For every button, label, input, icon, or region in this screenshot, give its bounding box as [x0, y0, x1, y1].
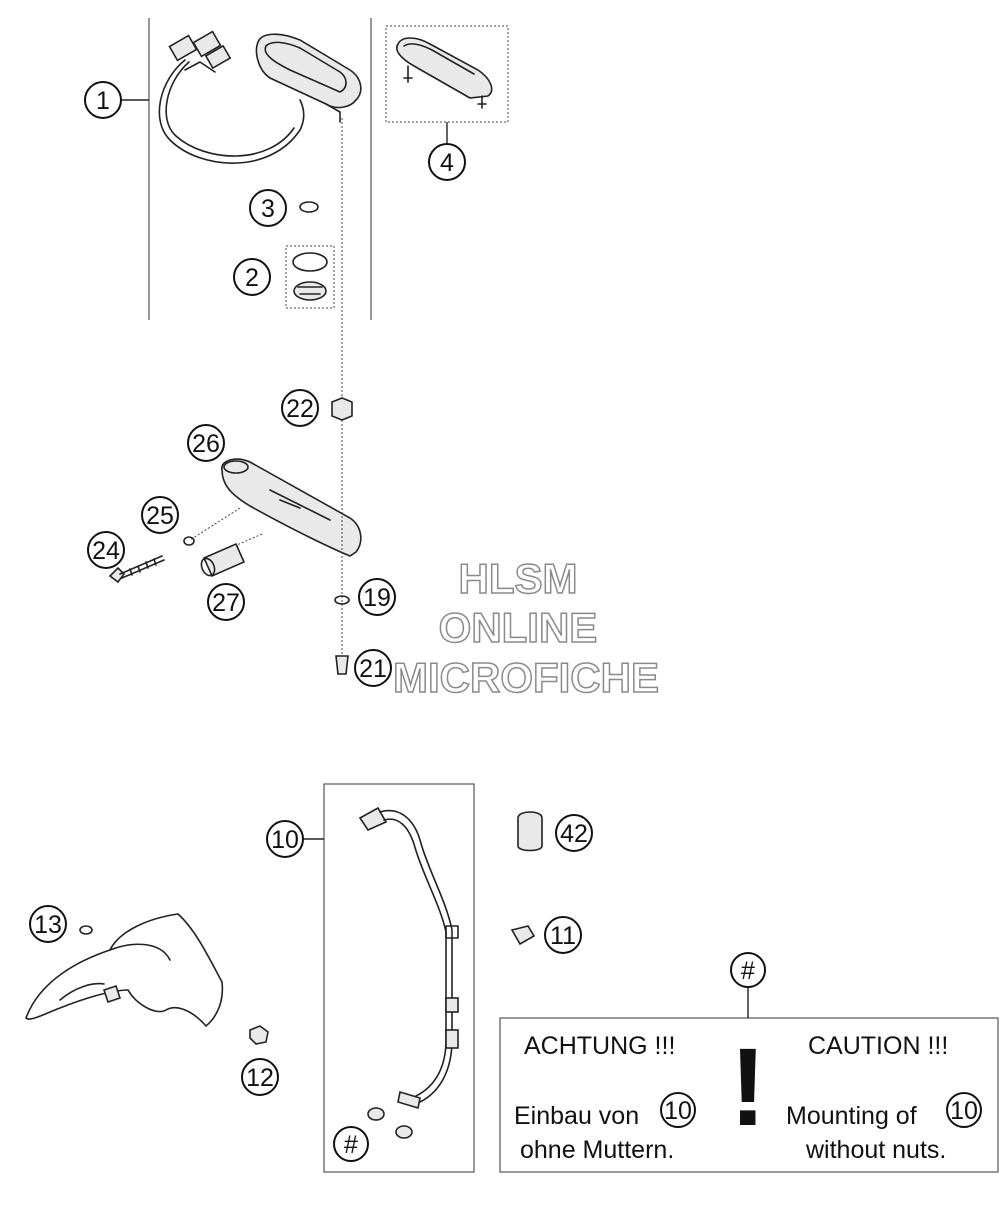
callout-hash-note: #: [730, 952, 766, 988]
note-ref-german: 10: [660, 1092, 696, 1128]
caution-note-box: [499, 1017, 999, 1173]
callout-42-label: 42: [560, 820, 588, 848]
callout-26: 26: [187, 424, 225, 462]
washer-part-3: [299, 201, 319, 213]
english-line-1: Mounting of: [786, 1102, 917, 1130]
callout-42: 42: [555, 814, 593, 852]
callout-10-label: 10: [271, 826, 299, 854]
bolt-part-24: [108, 555, 165, 584]
callout-26-label: 26: [192, 430, 220, 458]
callout-3-label: 3: [261, 195, 275, 223]
callout-13: 13: [29, 905, 67, 943]
callout-hash-note-label: #: [741, 957, 755, 985]
callout-13-label: 13: [34, 911, 62, 939]
bracket-part-26: [221, 458, 362, 557]
watermark-line-2: ONLINE: [439, 604, 598, 651]
english-heading: CAUTION !!!: [808, 1032, 948, 1060]
callout-1-label: 1: [96, 87, 110, 115]
callout-4-label: 4: [440, 149, 454, 177]
callout-27: 27: [207, 583, 245, 621]
english-line-2: without nuts.: [805, 1136, 946, 1164]
callout-hash-cable: #: [333, 1126, 369, 1162]
clip-part-11: [510, 925, 536, 946]
exclamation-mark: !: [730, 1026, 767, 1149]
callout-11: 11: [544, 916, 582, 954]
holder-part-13: [25, 913, 224, 1027]
washer-part-25: [183, 536, 195, 546]
callout-25: 25: [141, 496, 179, 534]
part-10-frame: [323, 783, 475, 1173]
callout-layer: 1 2 3 4 10 11 12 13 19 21 22 24 25 26 27…: [29, 81, 766, 1162]
watermark: HLSM ONLINE MICROFICHE: [392, 554, 660, 702]
callout-19: 19: [358, 578, 396, 616]
callout-24-label: 24: [92, 537, 120, 565]
axis-washer-25: [189, 507, 241, 541]
callout-21-label: 21: [359, 655, 387, 683]
note-ref-english-label: 10: [950, 1097, 978, 1125]
callout-24: 24: [87, 531, 125, 569]
callout-22-label: 22: [286, 395, 314, 423]
bushing-part-27: [200, 542, 246, 578]
callout-3: 3: [249, 189, 287, 227]
callout-1: 1: [84, 81, 122, 119]
callout-hash-cable-label: #: [344, 1131, 358, 1159]
german-heading: ACHTUNG !!!: [524, 1032, 675, 1060]
watermark-line-1: HLSM: [459, 555, 578, 602]
callout-12-label: 12: [246, 1064, 274, 1092]
nut-part-22: [331, 397, 353, 421]
callout-11-label: 11: [550, 922, 576, 950]
lower-group: ACHTUNG !!! Einbau von ohne Muttern. CAU…: [25, 783, 999, 1173]
callout-22: 22: [281, 389, 319, 427]
seal-kit-part-2: [285, 245, 335, 309]
german-line-1: Einbau von: [514, 1102, 639, 1130]
callout-19-label: 19: [363, 584, 391, 612]
middle-group: [108, 397, 362, 675]
callout-10: 10: [266, 820, 304, 858]
screw-part-21: [335, 655, 349, 675]
callout-25-label: 25: [146, 502, 174, 530]
callout-2: 2: [233, 258, 271, 296]
upper-group: [148, 18, 509, 400]
sensor-cable-part-10: [358, 806, 459, 1139]
callout-4: 4: [428, 143, 466, 181]
callout-27-label: 27: [212, 589, 240, 617]
washer-part-19: [334, 595, 350, 605]
callout-2-label: 2: [245, 264, 259, 292]
note-ref-german-label: 10: [664, 1097, 692, 1125]
speedometer-cable: [158, 30, 305, 164]
callout-21: 21: [354, 649, 392, 687]
german-line-2: ohne Muttern.: [520, 1136, 674, 1164]
callout-12: 12: [241, 1058, 279, 1096]
display-cover-part-4: [385, 25, 509, 123]
sleeve-part-42: [517, 811, 543, 852]
watermark-line-3: MICROFICHE: [393, 654, 659, 701]
note-ref-english: 10: [946, 1092, 982, 1128]
speedometer-housing: [255, 33, 362, 123]
nut-part-12: [249, 1025, 269, 1045]
